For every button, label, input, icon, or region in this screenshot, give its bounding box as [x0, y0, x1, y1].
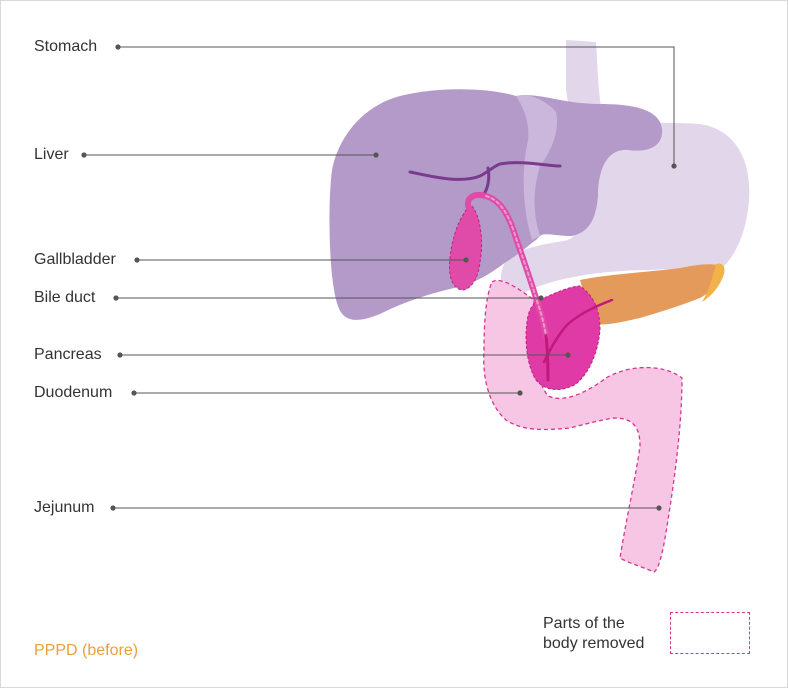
legend-removed-swatch	[670, 612, 750, 654]
leader-dots	[81, 44, 677, 511]
bile-duct-lower-shape	[544, 334, 550, 382]
pancreatic-duct-shape	[542, 298, 614, 364]
liver-dot-start	[81, 152, 87, 158]
stomach-dot-end	[671, 163, 677, 169]
pancreas-head-shape	[525, 285, 601, 390]
label-gallbladder: Gallbladder	[34, 251, 116, 268]
stomach-leader-line	[118, 46, 675, 166]
gallbladder-shape	[449, 205, 483, 291]
duodenum-dot-start	[131, 390, 137, 396]
bile-duct-shape	[485, 195, 547, 337]
legend-line-2: body removed	[543, 635, 645, 652]
legend-line-1: Parts of the	[543, 615, 625, 632]
jejunum-dot-end	[656, 505, 662, 511]
hepatic-vessel-branch-shape	[482, 166, 491, 196]
label-liver: Liver	[34, 146, 69, 163]
liver-fold-shape	[516, 95, 558, 240]
pancreas-dot-start	[117, 352, 123, 358]
stomach-shape	[501, 40, 750, 298]
label-jejunum: Jejunum	[34, 499, 95, 516]
liver-dot-end	[373, 152, 379, 158]
jejunum-dot-start	[110, 505, 116, 511]
pancreas-tip-shape	[702, 263, 725, 302]
duodenum-dot-end	[517, 390, 523, 396]
label-stomach: Stomach	[34, 38, 98, 55]
diagram-caption: PPPD (before)	[34, 642, 139, 659]
label-duodenum: Duodenum	[34, 384, 113, 401]
leader-lines	[84, 46, 675, 509]
stomach-dot-start	[115, 44, 121, 50]
gallbladder-dot-start	[134, 257, 140, 263]
bile-duct-dot-end	[538, 295, 544, 301]
bile-duct-dot-start	[113, 295, 119, 301]
label-pancreas: Pancreas	[34, 346, 102, 363]
pancreas-shape	[580, 264, 724, 325]
gallbladder-dot-end	[463, 257, 469, 263]
pancreas-dot-end	[565, 352, 571, 358]
label-bile-duct: Bile duct	[34, 289, 96, 306]
